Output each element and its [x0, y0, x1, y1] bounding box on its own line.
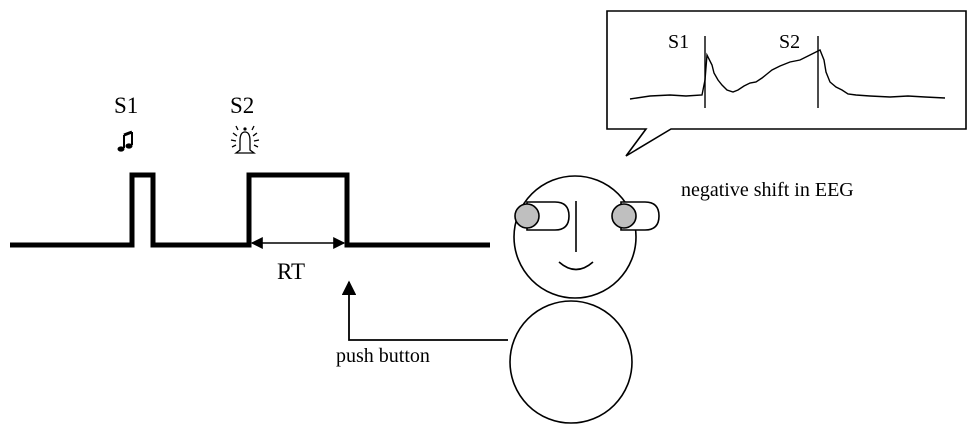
person-figure	[509, 175, 660, 424]
left-eye	[514, 201, 570, 231]
eeg-s2-label: S2	[779, 31, 800, 53]
stimulus-timeline-trace	[10, 172, 490, 248]
push-button-label: push button	[336, 345, 430, 367]
s1-label: S1	[114, 93, 138, 118]
music-note-icon	[117, 130, 133, 152]
head	[513, 175, 637, 299]
ringing-bell-icon	[230, 125, 260, 154]
eeg-caption: negative shift in EEG	[681, 179, 854, 201]
right-eye	[611, 201, 660, 231]
eeg-s1-label: S1	[668, 31, 689, 53]
eeg-waveform	[629, 49, 946, 100]
s2-label: S2	[230, 93, 254, 118]
body	[509, 300, 633, 424]
push-button-arrow	[341, 280, 508, 341]
eeg-speech-bubble: S1 S2	[606, 10, 967, 157]
rt-label: RT	[277, 259, 305, 284]
mouth	[558, 261, 594, 271]
